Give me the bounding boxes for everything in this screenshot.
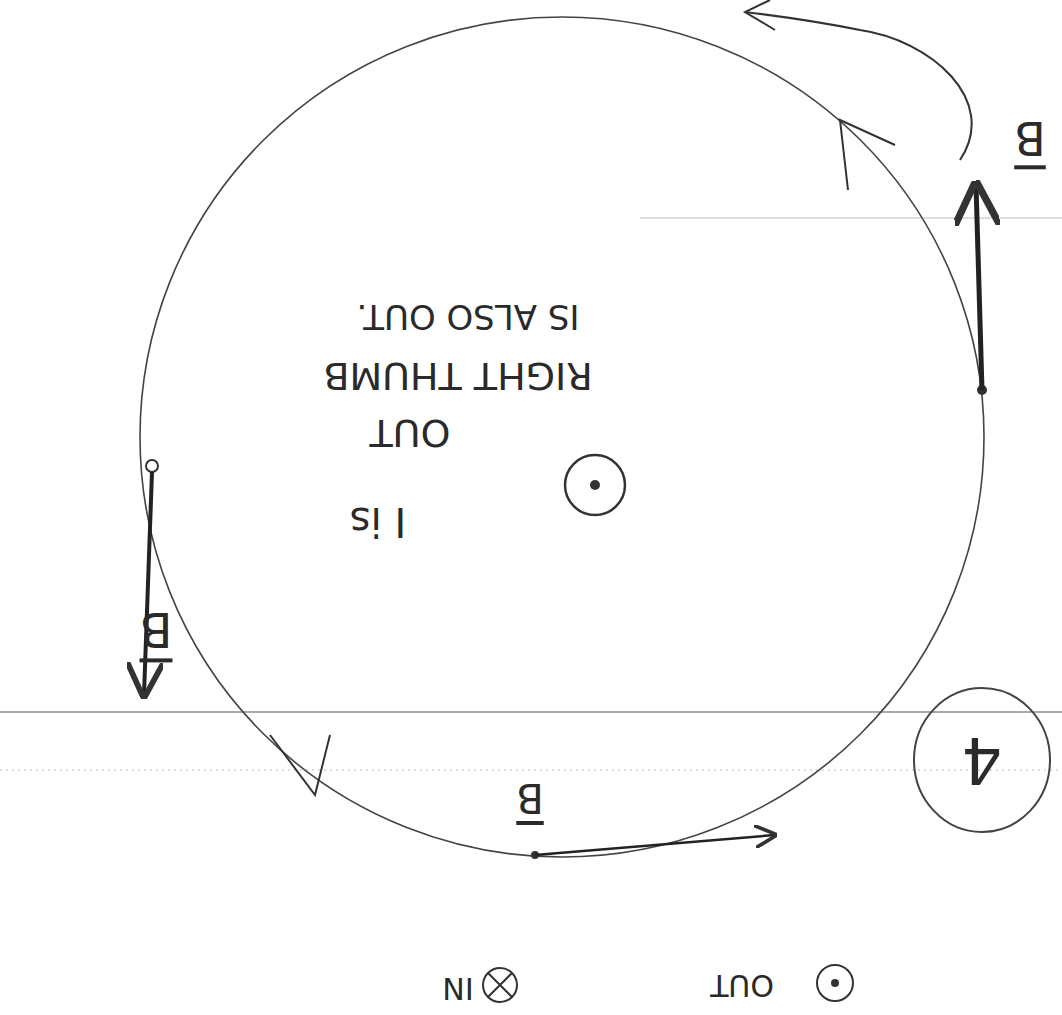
number-circle — [914, 688, 1050, 832]
current-out-symbol — [565, 455, 625, 515]
b-vector — [976, 185, 982, 390]
direction-chevron — [270, 735, 330, 795]
field-line — [140, 17, 984, 857]
into-page-cross — [488, 973, 512, 997]
direction-chevron — [840, 120, 895, 190]
field-symbol: B — [1014, 113, 1046, 164]
paper-line — [0, 770, 1062, 771]
b-vector — [535, 835, 775, 855]
field-symbol: B — [516, 776, 543, 820]
paper-line — [640, 218, 1062, 219]
out-of-page-dot — [831, 979, 839, 987]
legend-text: IN — [442, 972, 473, 1005]
legend-text: OUT — [710, 969, 774, 1002]
note-text: IS ALSO OUT. — [357, 297, 580, 334]
current-out-dot — [590, 480, 600, 490]
note-text: OUT — [370, 411, 451, 453]
into-page-symbol — [483, 968, 517, 1002]
paper-line — [0, 712, 1062, 713]
field-point — [146, 460, 158, 472]
problem-number: 4 — [962, 725, 1003, 795]
field-symbol: B — [140, 604, 173, 657]
curl-arrow-head — [745, 0, 775, 30]
b-vector — [144, 472, 152, 695]
curl-arrow — [745, 12, 972, 160]
note-text: I is — [350, 500, 406, 544]
out-of-page-symbol — [817, 965, 853, 1001]
note-text: RIGHT THUMB — [323, 354, 592, 396]
